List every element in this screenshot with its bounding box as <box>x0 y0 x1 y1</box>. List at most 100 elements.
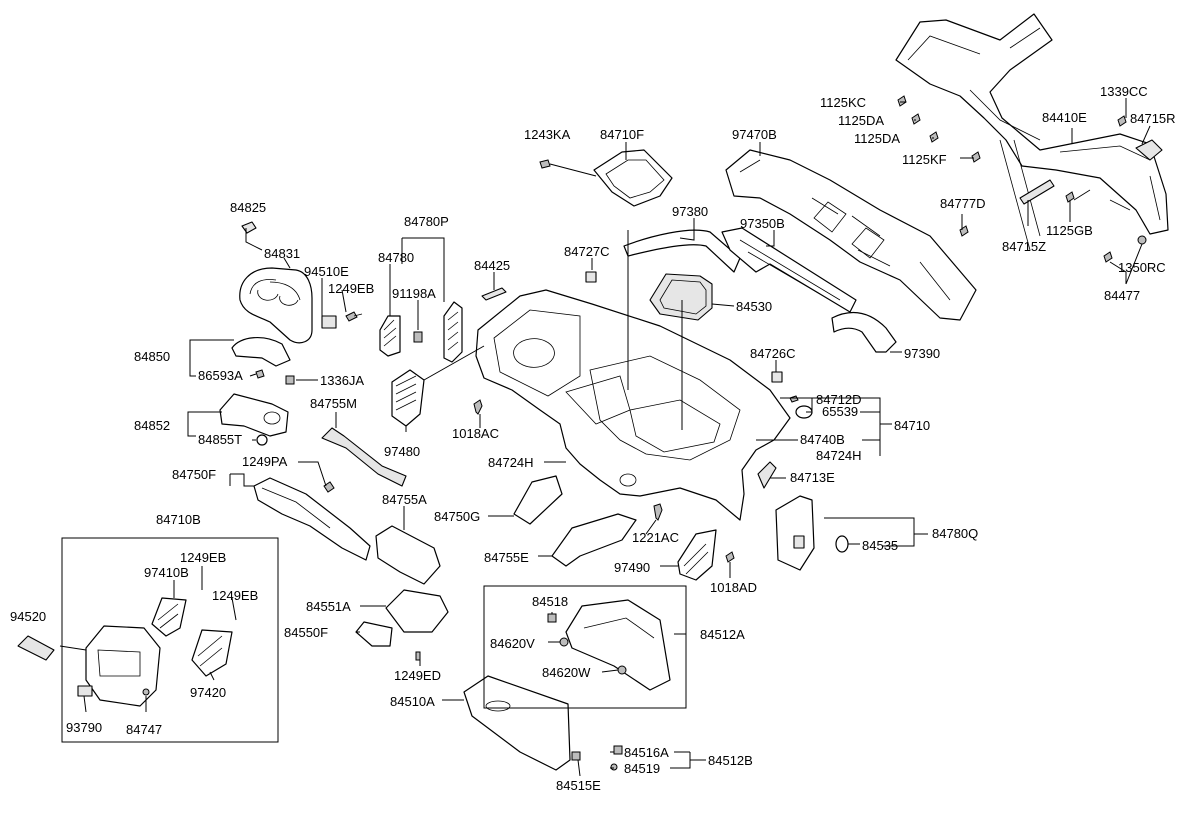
label-84852: 84852 <box>134 418 170 433</box>
label-84516A: 84516A <box>624 745 669 760</box>
bracket-84425 <box>481 287 507 301</box>
lower-cover-84755E <box>551 513 637 567</box>
label-84750F: 84750F <box>172 467 216 482</box>
defroster-97350B <box>721 227 857 313</box>
part-labels: 84825 84831 94510E 1249EB 84780 91198A 8… <box>10 84 1176 793</box>
label-84425: 84425 <box>474 258 510 273</box>
airbag-84530 <box>649 273 713 321</box>
ring-84855T <box>256 434 268 446</box>
clip-84516A <box>613 745 623 755</box>
label-1249ED: 1249ED <box>394 668 441 683</box>
label-84410E: 84410E <box>1042 110 1087 125</box>
label-1350RC: 1350RC <box>1118 260 1166 275</box>
label-84726C: 84726C <box>750 346 796 361</box>
screw-1018AC <box>473 399 483 415</box>
label-1249EB-c: 1249EB <box>212 588 258 603</box>
screws-cowl <box>897 95 1147 263</box>
label-84755E: 84755E <box>484 550 529 565</box>
label-1125DA-b: 1125DA <box>854 131 900 146</box>
label-84713E: 84713E <box>790 470 835 485</box>
label-1125DA-a: 1125DA <box>838 113 884 128</box>
screw-1018AD <box>725 551 735 563</box>
label-84750G: 84750G <box>434 509 480 524</box>
clip-84519 <box>610 763 618 771</box>
glove-cover-84510A <box>463 675 571 771</box>
cluster-hood-84831 <box>239 267 313 344</box>
shroud-84850 <box>231 337 291 367</box>
label-84510A: 84510A <box>390 694 435 709</box>
label-84747: 84747 <box>126 722 162 737</box>
clip-84518 <box>547 613 557 623</box>
lower-cover-84755A <box>375 525 441 585</box>
label-84710: 84710 <box>894 418 930 433</box>
tray-84551A <box>385 589 449 633</box>
label-84550F: 84550F <box>284 625 328 640</box>
panel-84710F <box>593 149 673 207</box>
label-84535: 84535 <box>862 538 898 553</box>
side-cover-84780Q <box>775 495 815 571</box>
label-84712D: 84712D <box>816 392 862 407</box>
vent-trim-84780P <box>443 301 463 363</box>
vent-97420 <box>191 629 233 677</box>
lower-cover-84750G <box>513 475 563 525</box>
trim-84713E <box>757 461 777 489</box>
label-84825: 84825 <box>230 200 266 215</box>
label-93790: 93790 <box>66 720 102 735</box>
vent-97490 <box>677 529 717 581</box>
glove-box-84512A <box>565 599 671 691</box>
switch-93790 <box>77 685 93 697</box>
label-94520: 94520 <box>10 609 46 624</box>
label-1336JA: 1336JA <box>320 373 364 388</box>
clip-84620W <box>617 665 627 675</box>
label-97410B: 97410B <box>144 565 189 580</box>
label-84477: 84477 <box>1104 288 1140 303</box>
label-84724H-a: 84724H <box>816 448 862 463</box>
label-84512B: 84512B <box>708 753 753 768</box>
label-84831: 84831 <box>264 246 300 261</box>
brace-84755M <box>321 427 407 487</box>
label-84512A: 84512A <box>700 627 745 642</box>
clip-86593A <box>255 369 265 379</box>
screw-1249PA <box>323 481 335 493</box>
label-84724H-b: 84724H <box>488 455 534 470</box>
cowl-cross-bar-84410E <box>895 13 1169 251</box>
label-84780P: 84780P <box>404 214 449 229</box>
box-84710B <box>61 537 279 743</box>
clip-84712D <box>789 395 799 403</box>
duct-97390 <box>831 311 897 353</box>
clip-84825 <box>241 221 257 234</box>
label-84727C: 84727C <box>564 244 610 259</box>
label-97350B: 97350B <box>740 216 785 231</box>
label-86593A: 86593A <box>198 368 243 383</box>
label-94510E: 94510E <box>304 264 349 279</box>
label-84710B: 84710B <box>156 512 201 527</box>
label-84777D: 84777D <box>940 196 986 211</box>
box-84512A <box>483 585 687 709</box>
tray-84550F <box>355 621 393 647</box>
label-84855T: 84855T <box>198 432 242 447</box>
label-97470B: 97470B <box>732 127 777 142</box>
label-97390: 97390 <box>904 346 940 361</box>
label-97420: 97420 <box>190 685 226 700</box>
clip-84727C <box>585 271 597 283</box>
duct-97380 <box>623 229 741 273</box>
label-84710F: 84710F <box>600 127 644 142</box>
label-91198A: 91198A <box>392 286 436 301</box>
label-84755A: 84755A <box>382 492 427 507</box>
screw-1243KA <box>539 159 597 177</box>
clip-84726C <box>771 371 783 383</box>
label-97480: 97480 <box>384 444 420 459</box>
label-1018AC: 1018AC <box>452 426 499 441</box>
sensor-94510E <box>321 315 337 329</box>
label-1243KA: 1243KA <box>524 127 571 142</box>
label-1249EB-a: 1249EB <box>328 281 374 296</box>
screw-1249EB-a <box>345 311 363 322</box>
clip-84747 <box>142 688 150 696</box>
label-84519: 84519 <box>624 761 660 776</box>
label-1249EB-b: 1249EB <box>180 550 226 565</box>
vent-97410B <box>151 597 187 637</box>
label-97380: 97380 <box>672 204 708 219</box>
label-84551A: 84551A <box>306 599 351 614</box>
label-84620W: 84620W <box>542 665 591 680</box>
